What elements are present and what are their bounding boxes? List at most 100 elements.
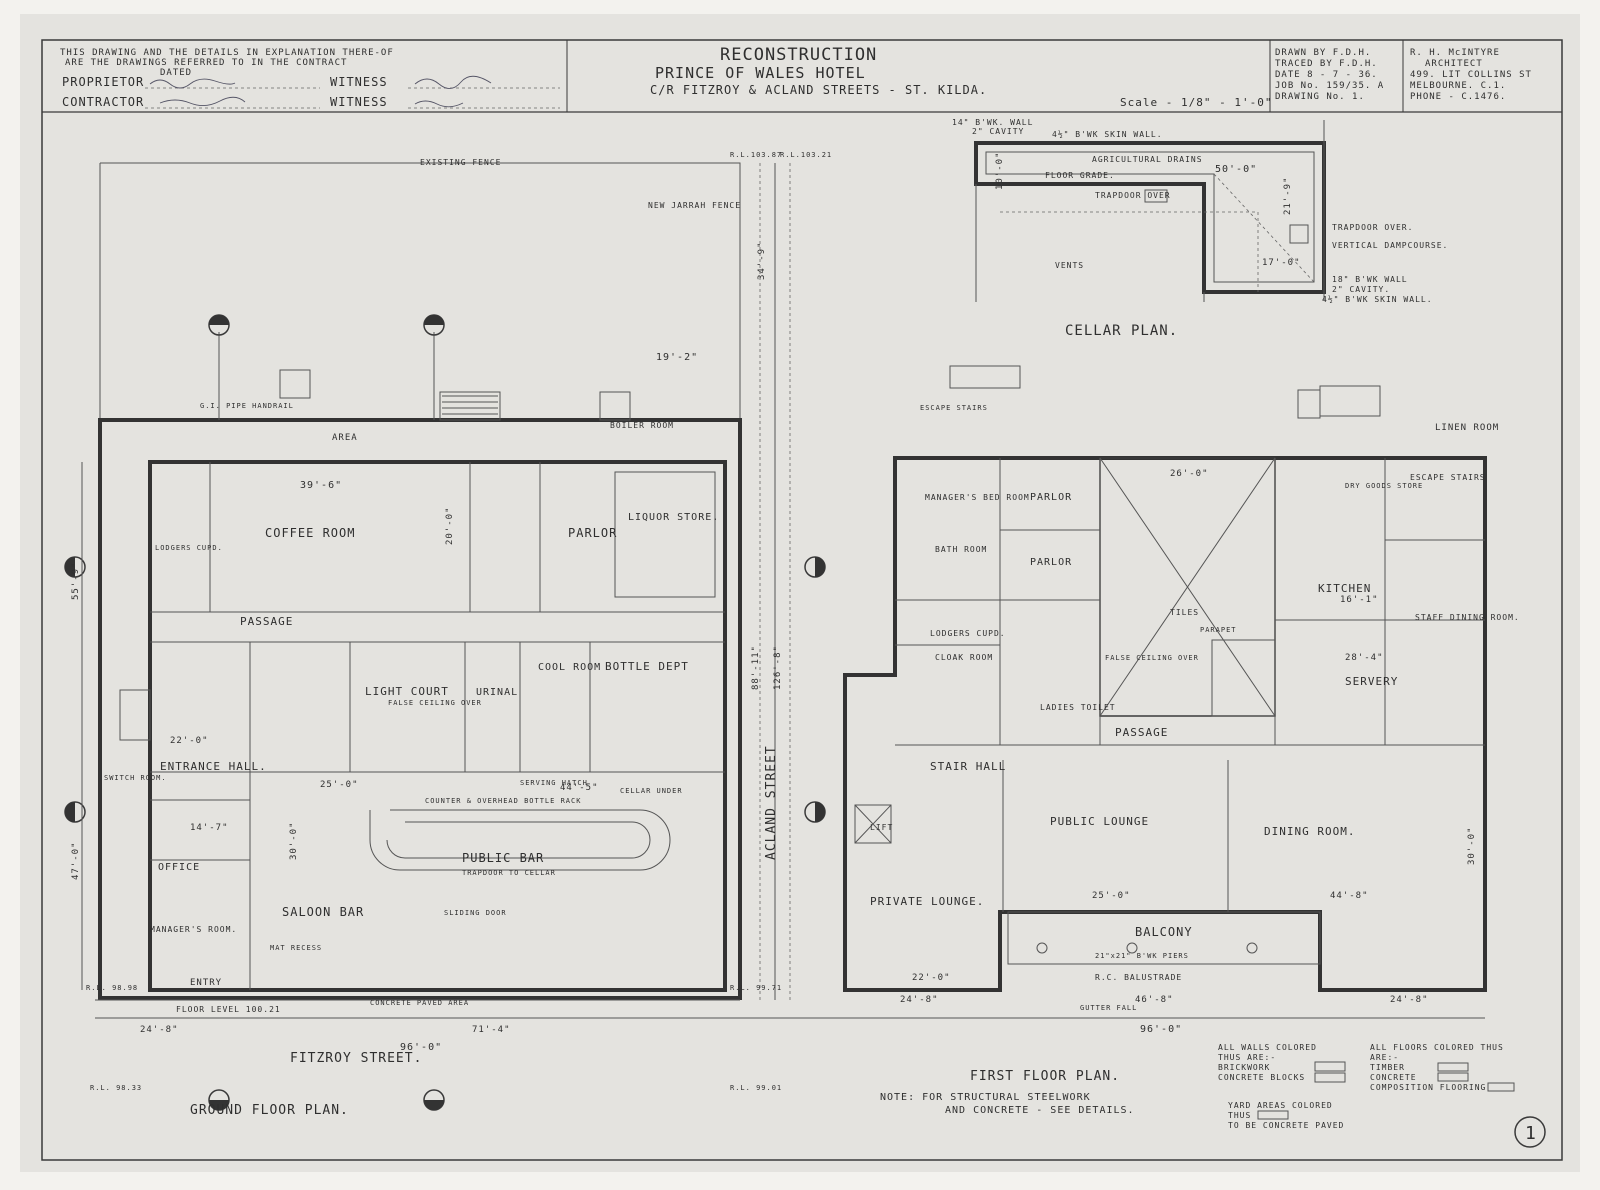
- project-name: PRINCE OF WALES HOTEL: [655, 64, 866, 82]
- note-trapdoor-cellar: TRAPDOOR TO CELLAR: [462, 869, 556, 877]
- job-number: JOB No. 159/35. A: [1275, 81, 1384, 91]
- cellar-label-vents: VENTS: [1055, 261, 1084, 270]
- level-rl-99-71: R.L. 99.71: [730, 984, 782, 992]
- project-location: C/R FITZROY & ACLAND STREETS - ST. KILDA…: [650, 83, 987, 97]
- sheet-border: [41, 39, 1563, 1161]
- ff-dim-30-0: 30'-0": [1467, 826, 1477, 865]
- note-mat-recess: MAT RECESS: [270, 944, 322, 952]
- legend-yard-thus: THUS: [1228, 1111, 1251, 1120]
- sheet-number: 1: [1525, 1123, 1537, 1144]
- ff-cloak-room: CLOAK ROOM: [935, 653, 993, 662]
- room-parlor: PARLOR: [568, 526, 617, 540]
- dim-coffee-length: 39'-6": [300, 480, 342, 491]
- ground-floor-plan-title: GROUND FLOOR PLAN.: [190, 1103, 349, 1118]
- drawing-number: DRAWING No. 1.: [1275, 92, 1365, 102]
- note-false-ceiling: FALSE CEILING OVER: [388, 699, 482, 707]
- note-floor-level: FLOOR LEVEL 100.21: [176, 1005, 281, 1014]
- legend-yard-swatch: [1257, 1110, 1289, 1120]
- ff-balcony: BALCONY: [1135, 925, 1193, 939]
- structural-note-line-1: NOTE: FOR STRUCTURAL STEELWORK: [880, 1092, 1091, 1103]
- note-concrete-paved: CONCRETE PAVED AREA: [370, 999, 469, 1007]
- ff-linen-room: LINEN ROOM: [1435, 423, 1499, 433]
- legend-concrete-blocks: CONCRETE BLOCKS: [1218, 1073, 1305, 1082]
- ff-kitchen: KITCHEN: [1318, 582, 1371, 595]
- drawing-scale: Scale - 1/8" - 1'-0": [1120, 96, 1272, 109]
- ff-parlor-1: PARLOR: [1030, 492, 1072, 503]
- ff-dry-goods-store: DRY GOODS STORE: [1345, 482, 1423, 490]
- ff-dim-46-8: 46'-8": [1135, 995, 1174, 1005]
- level-rl-98-98: R.L. 98.98: [86, 984, 138, 992]
- ff-note-escape-stairs: ESCAPE STAIRS: [920, 404, 988, 412]
- drawn-by: DRAWN BY F.D.H.: [1275, 48, 1371, 58]
- cellar-dim-depth: 21'-9": [1283, 176, 1293, 215]
- ground-floor-plan: COFFEE ROOM PARLOR LIQUOR STORE. PASSAGE…: [64, 151, 1485, 1118]
- ff-servery: SERVERY: [1345, 675, 1398, 688]
- legend-brickwork: BRICKWORK: [1218, 1063, 1270, 1072]
- level-rl-103-21: R.L.103.21: [780, 151, 832, 159]
- ff-note-balustrade: R.C. BALUSTRADE: [1095, 973, 1182, 982]
- dim-19-2: 19'-2": [656, 352, 698, 363]
- ff-dim-24-8-right: 24'-8": [1390, 995, 1429, 1005]
- cellar-label-cavity-2: 2" CAVITY.: [1332, 285, 1390, 294]
- dim-126-8: 126'-8": [773, 645, 783, 690]
- dim-44-5: 44'-5": [560, 783, 599, 793]
- room-public-bar: PUBLIC BAR: [462, 851, 544, 865]
- room-saloon-bar: SALOON BAR: [282, 905, 364, 919]
- ff-dim-22-0: 22'-0": [912, 973, 951, 983]
- traced-by: TRACED BY F.D.H.: [1275, 59, 1378, 69]
- dim-34-9: 34'-9": [757, 241, 767, 280]
- dim-22-0: 22'-0": [170, 736, 209, 746]
- ff-escape-stairs: ESCAPE STAIRS: [1410, 473, 1486, 482]
- first-floor-plan-title: FIRST FLOOR PLAN.: [970, 1069, 1120, 1084]
- note-existing-fence: EXISTING FENCE: [420, 158, 501, 167]
- dim-30-0: 30'-0": [289, 821, 299, 860]
- legend-composition-swatch: [1487, 1082, 1515, 1092]
- ff-parlor-2: PARLOR: [1030, 557, 1072, 568]
- cellar-plan-title: CELLAR PLAN.: [1065, 323, 1178, 339]
- room-managers-room: MANAGER'S ROOM.: [150, 925, 237, 934]
- ff-lift: LIFT: [870, 823, 893, 832]
- cellar-label-wall: 14" B'WK. WALL: [952, 118, 1033, 127]
- room-entry: ENTRY: [190, 978, 222, 988]
- witness-label-1: WITNESS: [330, 75, 388, 89]
- note-new-jarrah-fence: NEW JARRAH FENCE: [648, 201, 741, 210]
- cellar-dim-length: 50'-0": [1215, 164, 1257, 175]
- drawing-heading: RECONSTRUCTION: [720, 45, 877, 65]
- architect-city: MELBOURNE. C.1.: [1410, 81, 1506, 91]
- cellar-label-trapdoor: TRAPDOOR OVER: [1095, 191, 1171, 200]
- ff-ladies-toilet: LADIES TOILET: [1040, 703, 1116, 712]
- room-coffee-room: COFFEE ROOM: [265, 526, 355, 540]
- proprietor-label: PROPRIETOR: [62, 75, 144, 89]
- witness-label-2: WITNESS: [330, 95, 388, 109]
- ff-note-false-ceiling: FALSE CEILING OVER: [1105, 654, 1199, 662]
- cellar-label-drains: AGRICULTURAL DRAINS: [1092, 155, 1203, 164]
- legend-walls-thus: THUS ARE:-: [1218, 1053, 1276, 1062]
- legend-floors-title: ALL FLOORS COLORED THUS: [1370, 1043, 1504, 1052]
- cellar-label-skin-2: 4½" B'WK SKIN WALL.: [1322, 294, 1433, 304]
- dim-88-11: 88'-11": [751, 645, 761, 690]
- note-sliding-door: SLIDING DOOR: [444, 909, 507, 917]
- ff-lodgers-cupd: LODGERS CUPD.: [930, 629, 1006, 638]
- architect-phone: PHONE - C.1476.: [1410, 92, 1506, 102]
- room-entrance-hall: ENTRANCE HALL.: [160, 760, 267, 773]
- ff-dim-26-0: 26'-0": [1170, 469, 1209, 479]
- cellar-label-dampcourse: VERTICAL DAMPCOURSE.: [1332, 241, 1448, 250]
- room-boiler-room: BOILER ROOM: [610, 421, 674, 430]
- ff-public-lounge: PUBLIC LOUNGE: [1050, 815, 1149, 828]
- ff-private-lounge: PRIVATE LOUNGE.: [870, 895, 984, 908]
- contract-note-line-3: DATED: [160, 68, 192, 78]
- legend-timber: TIMBER: [1370, 1063, 1405, 1072]
- legend-yard-paved: TO BE CONCRETE PAVED: [1228, 1121, 1344, 1130]
- level-rl-98-33: R.L. 98.33: [90, 1084, 142, 1092]
- room-passage: PASSAGE: [240, 615, 293, 628]
- ff-note-tiles: TILES: [1170, 608, 1199, 617]
- legend-concrete-blocks-swatch: [1314, 1072, 1346, 1083]
- level-rl-103-87: R.L.103.87: [730, 151, 782, 159]
- legend-yard-title: YARD AREAS COLORED: [1228, 1101, 1333, 1110]
- proprietor-signature: [149, 78, 246, 106]
- note-counter-rack: COUNTER & OVERHEAD BOTTLE RACK: [425, 797, 581, 805]
- legend-composition: COMPOSITION FLOORING: [1370, 1083, 1486, 1092]
- ff-passage: PASSAGE: [1115, 726, 1168, 739]
- ff-managers-bed-room: MANAGER'S BED ROOM: [925, 493, 1030, 502]
